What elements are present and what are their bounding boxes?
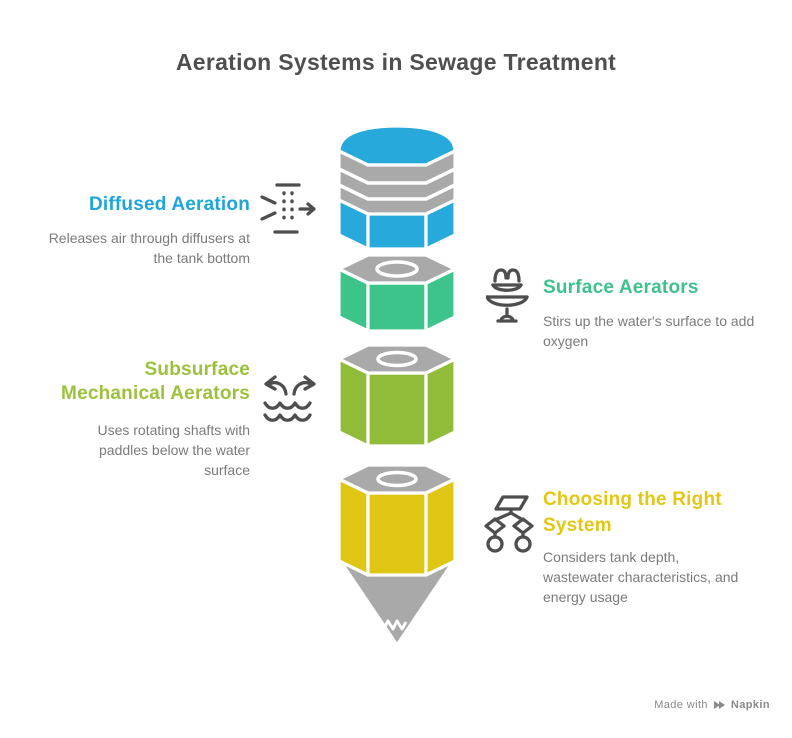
pencil-segment-diffused [337, 124, 457, 251]
decision-tree-icon [484, 495, 534, 553]
section-surface-aerators: Surface Aerators Stirs up the water's su… [543, 276, 758, 351]
napkin-brand-label: Napkin [730, 699, 770, 711]
diagram-title: Aeration Systems in Sewage Treatment [175, 49, 617, 75]
napkin-logo-icon [713, 701, 725, 709]
section-heading: Choosing the Right System [543, 489, 722, 536]
section-choosing-system: Choosing the Right System Considers tank… [543, 487, 738, 607]
section-heading: Diffused Aeration [88, 194, 250, 215]
section-diffused-aeration: Diffused Aeration Releases air through d… [45, 193, 250, 268]
section-description: Stirs up the water's surface to add oxyg… [543, 313, 755, 349]
section-heading: Subsurface Mechanical Aerators [61, 359, 250, 404]
section-heading: Surface Aerators [543, 277, 699, 298]
made-with-napkin[interactable]: Made with Napkin [654, 699, 770, 711]
made-with-label: Made with [654, 699, 708, 711]
section-description: Uses rotating shafts with paddles below … [97, 422, 250, 478]
section-description: Releases air through diffusers at the ta… [48, 230, 250, 266]
eraser-dome [337, 124, 457, 167]
section-subsurface-aerators: Subsurface Mechanical Aerators Uses rota… [60, 358, 250, 480]
pencil-segment-choosing [337, 463, 457, 647]
rotation-waves-icon [263, 375, 316, 422]
section-description: Considers tank depth, wastewater charact… [543, 549, 739, 605]
fountain-icon [486, 268, 529, 323]
pencil-tip-zigzag [381, 619, 408, 631]
diffuser-icon [260, 183, 316, 234]
pencil-segment-surface [337, 253, 457, 333]
pencil-segment-subsurface [337, 343, 457, 448]
